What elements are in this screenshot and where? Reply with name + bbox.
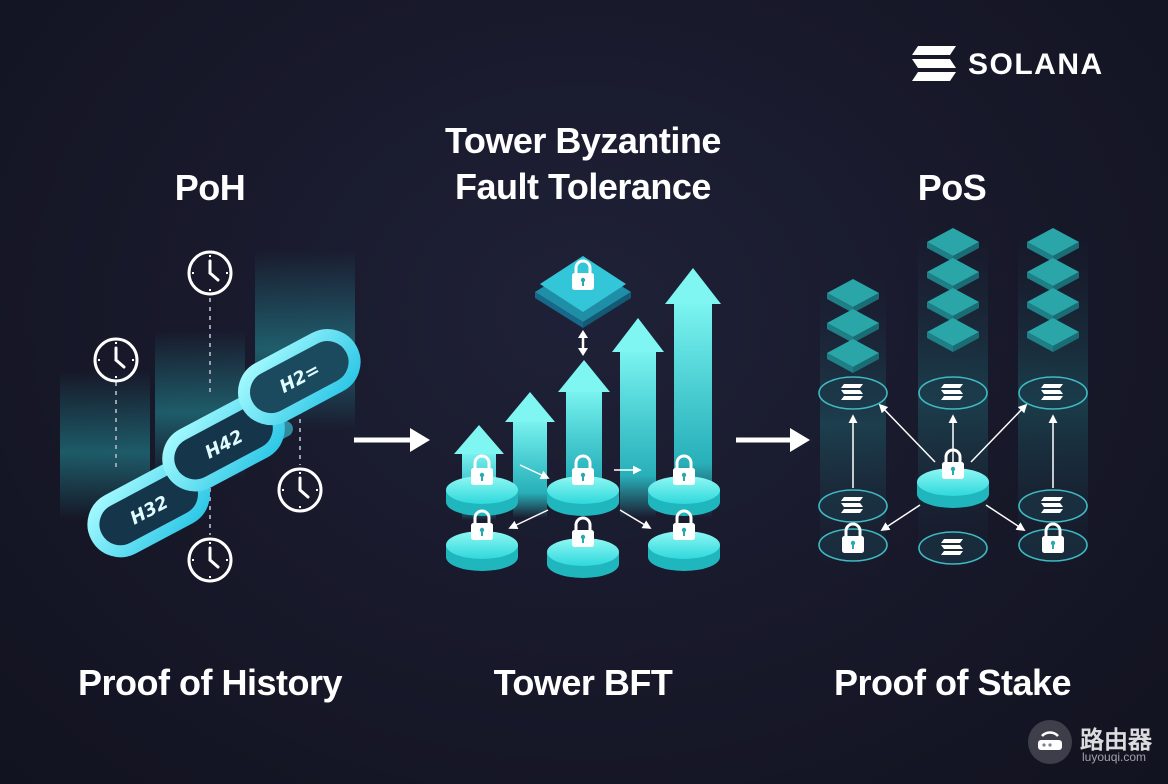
tower-bft-label: Tower BFT [493, 662, 673, 703]
clock-icon [93, 337, 139, 383]
lock-icon [940, 448, 966, 481]
clock-icon [187, 537, 233, 583]
chain-link-h42: H42 [162, 395, 285, 492]
lock-icon [1040, 522, 1066, 555]
solana-token-icon [1041, 497, 1063, 513]
chain-link-label: H2= [276, 359, 324, 398]
clock-icon [277, 467, 323, 513]
solana-token-icon [841, 497, 863, 513]
validator-disc [446, 454, 518, 516]
stake-stack [1027, 228, 1079, 352]
lock-icon [469, 509, 495, 542]
chain-link-h32: H32 [87, 461, 210, 558]
solana-token-icon [941, 539, 963, 555]
lock-icon [840, 522, 866, 555]
tower-bft-title-line2: Fault Tolerance [455, 166, 711, 207]
poh-illustration: H32 H42 H2= [60, 250, 361, 583]
validator-disc [648, 509, 720, 571]
leader-stake-disc [917, 448, 989, 508]
router-icon [1028, 720, 1072, 764]
chain-link-label: H42 [202, 426, 247, 463]
rising-arrow [505, 392, 555, 518]
lock-icon [570, 259, 596, 292]
rising-arrow [612, 318, 664, 518]
lock-icon [671, 509, 697, 542]
watermark-en: luyouqi.com [1082, 750, 1147, 764]
section-arrow-2 [736, 428, 810, 452]
solana-token-icon [1041, 384, 1063, 400]
lock-icon [469, 454, 495, 487]
chain-link-label: H32 [127, 492, 172, 529]
rising-arrow [665, 268, 721, 518]
rising-arrow [558, 360, 610, 508]
leader-node [535, 256, 631, 328]
rising-arrow [454, 425, 504, 520]
stake-stack [927, 228, 979, 352]
validator-disc [648, 454, 720, 516]
lock-icon [570, 454, 596, 487]
validator-disc [547, 516, 619, 578]
chain-link-h2: H2= [238, 329, 361, 426]
validator-disc [446, 509, 518, 571]
lock-icon [570, 516, 596, 549]
tower-bft-title-line1: Tower Byzantine [445, 120, 721, 161]
solana-brand: SOLANA [910, 44, 1130, 84]
proof-of-history-label: Proof of History [77, 662, 343, 703]
watermark: 路由器 luyouqi.com [1028, 718, 1158, 768]
poh-title: PoH [174, 167, 246, 208]
watermark-cn: 路由器 [1080, 726, 1152, 754]
stake-stack [827, 279, 879, 373]
brand-name: SOLANA [968, 48, 1104, 81]
solana-logo-icon [912, 46, 956, 81]
hash-chain: H32 H42 H2= [87, 329, 361, 558]
lock-icon [671, 454, 697, 487]
double-arrow-icon [578, 330, 588, 356]
solana-token-icon [941, 384, 963, 400]
tower-bft-illustration [446, 256, 721, 578]
solana-token-icon [841, 384, 863, 400]
proof-of-stake-label: Proof of Stake [833, 662, 1072, 703]
clock-icon [187, 250, 233, 296]
pos-title: PoS [917, 167, 987, 208]
pos-illustration [818, 225, 1088, 575]
section-arrow-1 [354, 428, 430, 452]
validator-disc [547, 454, 619, 516]
